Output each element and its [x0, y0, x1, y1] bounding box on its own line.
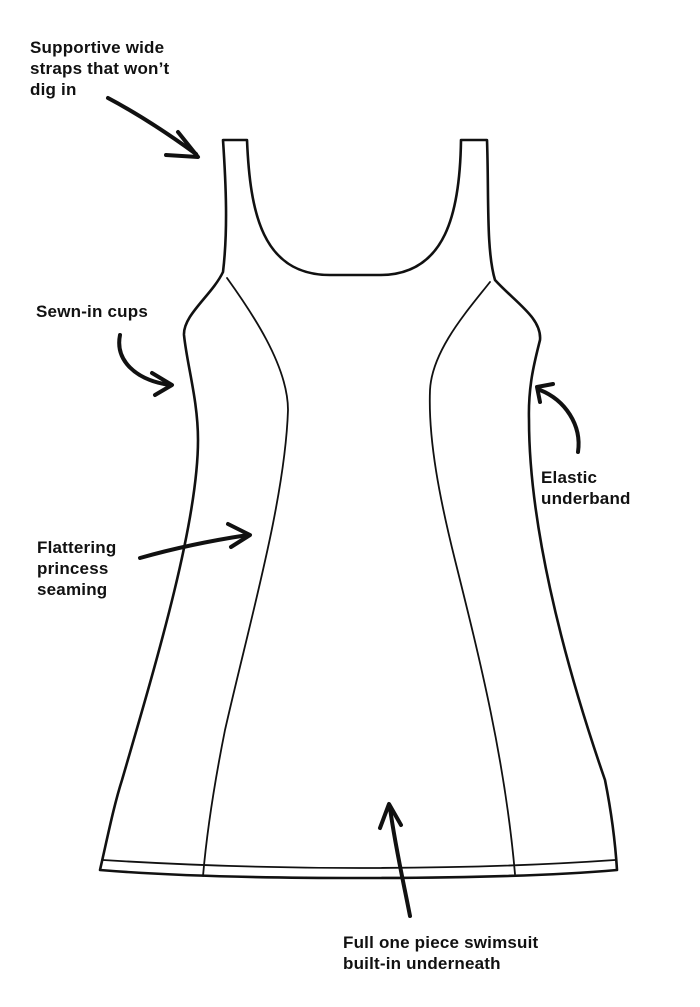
callout-swimsuit-line-2: built-in underneath — [343, 954, 501, 973]
right-princess-seam — [428, 281, 516, 875]
arrow-straps — [106, 96, 200, 159]
callout-straps-line-1: Supportive wide — [30, 38, 165, 57]
callout-swimsuit-line-1: Full one piece swimsuit — [343, 933, 539, 952]
callout-cups: Sewn-in cups — [36, 301, 148, 322]
callout-seaming-line-1: Flattering — [37, 538, 117, 557]
callout-straps-line-3: dig in — [30, 80, 77, 99]
callout-underband-line-1: Elastic — [541, 468, 598, 487]
callout-swimsuit: Full one piece swimsuit built-in underne… — [343, 932, 538, 974]
callout-underband-line-2: underband — [541, 489, 631, 508]
left-princess-seam — [202, 277, 289, 877]
callout-seaming-line-2: princess — [37, 559, 109, 578]
arrow-swimsuit — [378, 802, 412, 918]
garment-outline — [98, 138, 619, 880]
arrow-seaming — [138, 522, 252, 560]
callout-seaming: Flattering princess seaming — [37, 537, 116, 600]
hem-line — [102, 859, 616, 869]
callout-straps: Supportive wide straps that won’t dig in — [30, 37, 169, 100]
callout-seaming-line-3: seaming — [37, 580, 108, 599]
arrow-underband — [535, 382, 581, 454]
arrow-cups — [117, 333, 174, 397]
callout-underband: Elastic underband — [541, 467, 631, 509]
callout-straps-line-2: straps that won’t — [30, 59, 170, 78]
callout-cups-line-1: Sewn-in cups — [36, 302, 148, 321]
